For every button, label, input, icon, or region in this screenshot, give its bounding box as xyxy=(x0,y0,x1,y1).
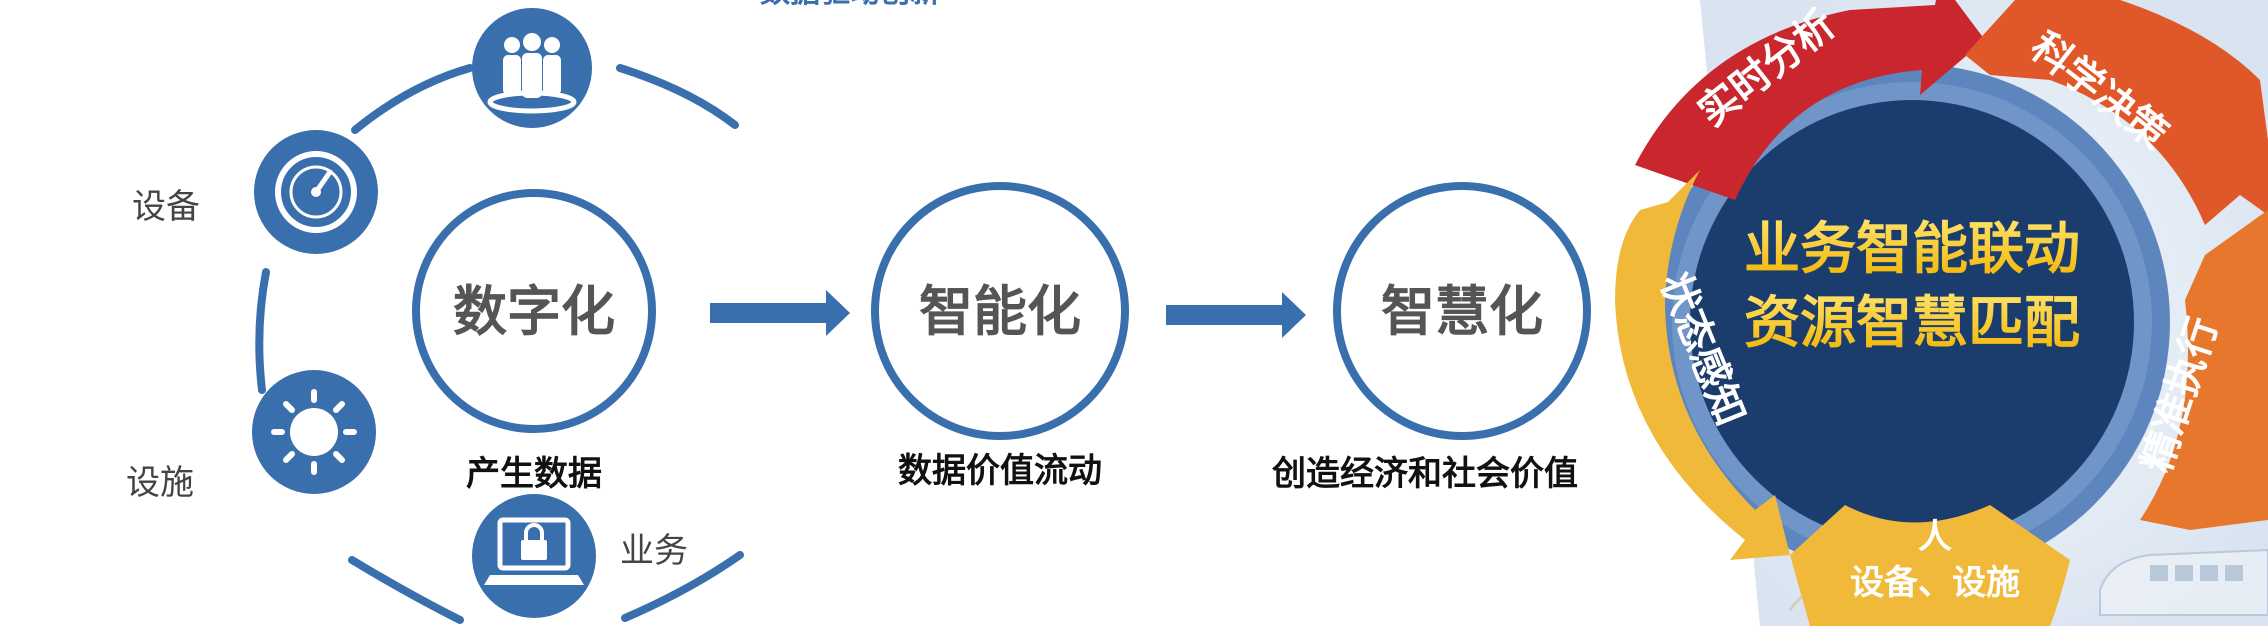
arrow-1 xyxy=(710,290,850,336)
cluster-arc xyxy=(255,268,270,394)
arrow-2 xyxy=(1166,292,1306,338)
sun-icon xyxy=(252,370,376,494)
label-facility: 设施 xyxy=(126,463,194,503)
cluster-arc xyxy=(351,64,474,134)
bottom-line-1: 人 xyxy=(1918,517,1952,557)
label-business: 业务 xyxy=(620,531,688,571)
cluster-arc xyxy=(621,551,744,622)
segment-state-perception xyxy=(1615,170,1790,560)
stage-wisdom: 智慧化 创造经济和社会价值 xyxy=(1271,182,1591,494)
stage-caption: 创造经济和社会价值 xyxy=(1271,454,1578,494)
ring-diagram: 实时分析 科学决策 精准执行 状态感知 人 设备、设施 业务智能联动 资源智慧匹… xyxy=(1615,0,2268,626)
stage-title: 智慧化 xyxy=(1381,280,1543,343)
stage-title: 智能化 xyxy=(919,280,1081,343)
center-line-2: 资源智慧匹配 xyxy=(1744,291,2080,356)
stage-digitization: 数字化 产生数据 xyxy=(412,189,656,494)
laptop-lock-icon xyxy=(472,494,596,618)
bottom-line-2: 设备、设施 xyxy=(1850,563,2020,603)
stage-title: 数字化 xyxy=(453,280,615,343)
center-line-1: 业务智能联动 xyxy=(1744,217,2080,282)
cluster-arc xyxy=(348,556,464,624)
label-device: 设备 xyxy=(132,187,200,227)
ring-center xyxy=(1690,100,2134,544)
segment-people-devices xyxy=(1790,505,2070,626)
stage-caption: 产生数据 xyxy=(466,454,602,494)
left-cluster: 设备 设施 业务 xyxy=(126,8,744,624)
segment-realtime-analysis xyxy=(1635,0,1985,200)
gauge-icon xyxy=(254,130,378,254)
stage-caption: 数据价值流动 xyxy=(898,451,1102,491)
stage-intelligentization: 智能化 数据价值流动 xyxy=(871,182,1129,491)
segment-precise-execution xyxy=(2140,210,2268,530)
segment-scientific-decision xyxy=(1965,0,2268,225)
people-group-icon xyxy=(472,8,592,128)
cluster-arc xyxy=(616,64,739,129)
top-partial-text: 数据驱动创新 xyxy=(760,0,940,10)
